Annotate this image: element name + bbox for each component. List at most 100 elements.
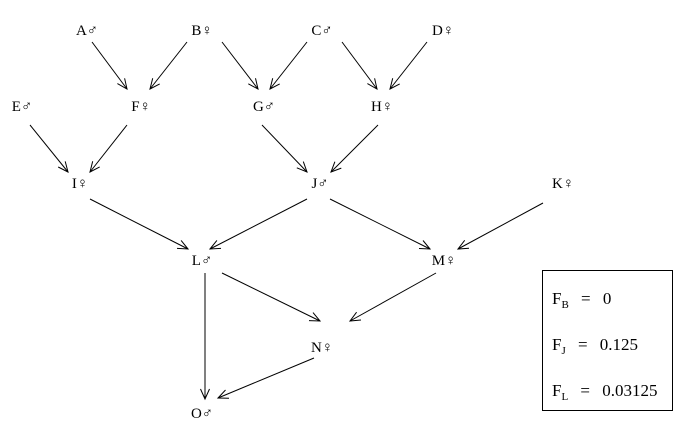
node-k: K♀ (552, 176, 574, 192)
arrowhead-icon (308, 312, 322, 322)
coefficient-row-fl: FL=0.03125 (552, 381, 657, 403)
coef-value: 0 (602, 289, 612, 308)
node-l: L♂ (192, 253, 212, 269)
node-o: O♂ (191, 406, 213, 422)
edge-d-to-h (389, 41, 428, 90)
node-letter: M (432, 253, 445, 269)
coef-eq: = (580, 381, 590, 400)
edge-c-to-h (341, 41, 378, 90)
edge-l-to-n (221, 272, 322, 322)
male-symbol-icon: ♂ (21, 99, 32, 115)
male-symbol-icon: ♂ (201, 253, 212, 269)
arrowhead-icon (389, 78, 400, 90)
female-symbol-icon: ♀ (322, 340, 333, 356)
node-j: J♂ (311, 176, 328, 192)
edge-line (389, 41, 428, 90)
arrowhead-icon (216, 389, 230, 399)
node-letter: O (191, 406, 202, 422)
edge-a-to-f (91, 41, 128, 90)
node-letter: N (311, 340, 322, 356)
edge-line (29, 124, 69, 173)
female-symbol-icon: ♀ (445, 253, 456, 269)
node-e: E♂ (12, 99, 32, 115)
arrowhead-icon (149, 78, 160, 90)
coef-sub: J (561, 345, 566, 357)
node-letter: D (432, 23, 443, 39)
arrowhead-icon (348, 311, 362, 322)
node-letter: J (311, 176, 317, 192)
edge-f-to-i (89, 124, 128, 173)
arrowhead-icon (248, 78, 259, 90)
node-letter: F (131, 99, 139, 115)
edge-line (209, 198, 308, 250)
node-c: C♂ (311, 23, 332, 39)
coef-sub: B (561, 299, 569, 311)
node-b: B♀ (191, 23, 212, 39)
male-symbol-icon: ♂ (202, 406, 213, 422)
coef-base: F (552, 289, 562, 308)
node-d: D♀ (432, 23, 454, 39)
female-symbol-icon: ♀ (77, 176, 88, 192)
edge-line (89, 124, 128, 173)
coef-value: 0.125 (599, 335, 638, 354)
male-symbol-icon: ♂ (317, 176, 328, 192)
edge-h-to-j (330, 124, 379, 173)
node-letter: H (371, 99, 382, 115)
arrowhead-icon (269, 78, 280, 90)
edge-b-to-g (221, 41, 259, 90)
node-a: A♂ (76, 23, 98, 39)
node-n: N♀ (311, 340, 333, 356)
edge-line (341, 41, 378, 90)
edge-line (217, 357, 315, 399)
arrowhead-icon (208, 240, 222, 250)
arrowhead-icon (330, 161, 342, 173)
node-h: H♀ (371, 99, 393, 115)
node-i: I♀ (72, 176, 88, 192)
node-letter: K (552, 176, 563, 192)
edge-b-to-f (149, 41, 188, 90)
edge-line (330, 124, 379, 173)
coef-base: F (552, 335, 562, 354)
edge-m-to-n (348, 272, 437, 322)
node-letter: E (12, 99, 21, 115)
edge-line (349, 272, 437, 322)
arrowhead-icon (200, 388, 210, 401)
arrowhead-icon (117, 78, 128, 90)
edge-j-to-l (208, 198, 308, 250)
node-letter: C (311, 23, 321, 39)
node-letter: L (192, 253, 201, 269)
edge-line (329, 198, 431, 250)
nodes-layer: A♂B♀C♂D♀E♂F♀G♂H♀I♀J♂K♀L♂M♀N♀O♂ (12, 23, 574, 422)
edge-line (89, 198, 189, 250)
node-letter: B (191, 23, 201, 39)
arrowhead-icon (89, 161, 100, 173)
female-symbol-icon: ♀ (443, 23, 454, 39)
arrowhead-icon (367, 78, 378, 90)
edge-g-to-j (261, 124, 308, 173)
arrowhead-icon (418, 240, 432, 250)
male-symbol-icon: ♂ (87, 23, 98, 39)
female-symbol-icon: ♀ (201, 23, 212, 39)
edge-i-to-l (89, 198, 190, 250)
edge-line (91, 41, 128, 90)
female-symbol-icon: ♀ (382, 99, 393, 115)
edge-line (457, 202, 544, 250)
node-g: G♂ (253, 99, 275, 115)
edge-line (221, 272, 321, 322)
edge-e-to-i (29, 124, 69, 173)
edge-line (149, 41, 188, 90)
female-symbol-icon: ♀ (140, 99, 151, 115)
edge-line (269, 41, 308, 90)
edge-line (261, 124, 308, 173)
coef-sub: L (561, 391, 569, 403)
node-letter: A (76, 23, 87, 39)
coefficient-row-fb: FB=0 (552, 289, 612, 311)
node-f: F♀ (131, 99, 151, 115)
inbreeding-coefficients-box: FB=0 FJ=0.125 FL=0.03125 (542, 270, 673, 411)
male-symbol-icon: ♂ (264, 99, 275, 115)
edge-c-to-g (269, 41, 308, 90)
arrowhead-icon (57, 161, 69, 173)
arrowhead-icon (456, 239, 470, 250)
arrowhead-icon (296, 161, 308, 173)
